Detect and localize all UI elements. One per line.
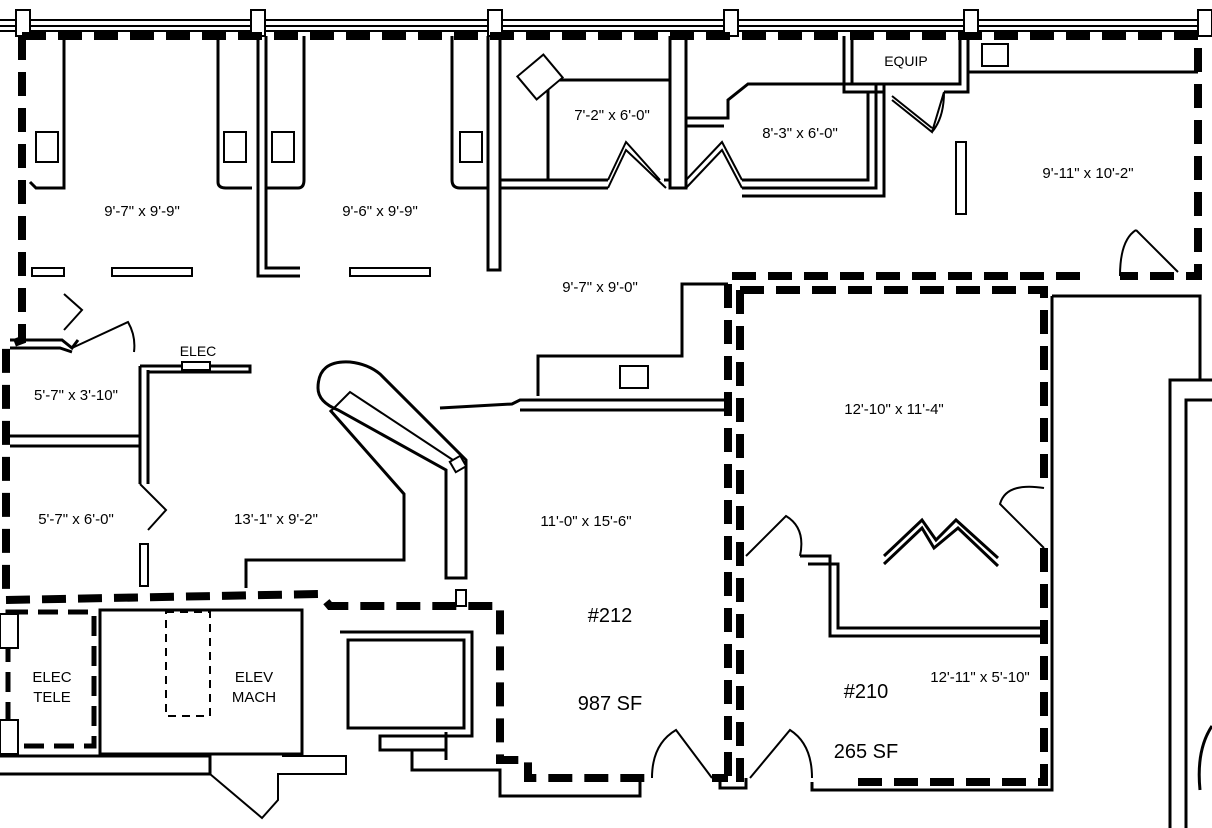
north-office-walls — [28, 36, 1198, 278]
north-doors — [607, 91, 1179, 277]
exterior-window-wall — [0, 9, 1212, 37]
office-1b-fixture — [223, 131, 247, 163]
elev-mach-label-line1: ELEV — [235, 669, 273, 686]
door-west-office — [63, 293, 136, 353]
room-label-r12: 12'-11" x 5'-10" — [930, 669, 1030, 686]
elev-mach-label-line2: MACH — [232, 689, 276, 706]
wall-stub-west — [139, 543, 149, 587]
office-1-fixture — [35, 131, 59, 163]
central-fixture — [619, 365, 649, 389]
elevator-shaft — [165, 611, 211, 717]
door-small-room-2 — [685, 140, 743, 189]
room-label-r7: 5'-7" x 3'-10" — [34, 387, 118, 404]
room-label-r1: 9'-7" x 9'-9" — [104, 203, 180, 220]
room-label-r9: 13'-1" x 9'-2" — [234, 511, 318, 528]
elec-tele-label-line2: TELE — [33, 689, 71, 706]
suite-210-number: #210 — [844, 681, 889, 703]
room-label-r11: 12'-10" x 11'-4" — [844, 401, 944, 418]
west-room-walls — [10, 293, 406, 588]
reception-counter — [316, 360, 468, 607]
door-suite-210-entry — [749, 728, 813, 779]
suite-labels: #212 987 SF #210 265 SF — [578, 605, 898, 763]
east-corridor-walls — [1052, 294, 1212, 828]
office-2b-fixture — [459, 131, 483, 163]
room-label-r6: 9'-7" x 9'-0" — [562, 279, 638, 296]
suite-212-boundary — [2, 32, 1202, 782]
door-suite-212-entry — [651, 728, 713, 779]
door-equip — [891, 91, 945, 134]
door-elev-mach — [209, 755, 347, 820]
cabinet-fixture — [515, 53, 565, 101]
elec-tele-boundary — [5, 609, 97, 749]
suite-210-area: 265 SF — [834, 741, 898, 763]
room-label-r10: 11'-0" x 15'-6" — [540, 513, 631, 530]
door-east-room — [1119, 229, 1179, 277]
suite-210-walls — [718, 296, 1054, 792]
elec-label: ELEC — [180, 343, 217, 359]
office-2-fixture — [271, 131, 295, 163]
suite-212-area: 987 SF — [578, 693, 642, 715]
elec-panel — [181, 361, 211, 371]
suite-210-boundary — [736, 286, 1048, 786]
room-label-r4: 8'-3" x 6'-0" — [762, 125, 838, 142]
pillar-fixture — [955, 141, 967, 215]
room-label-r3: 7'-2" x 6'-0" — [574, 107, 650, 124]
door-suite-210-room — [745, 514, 803, 557]
partition-stubs — [31, 267, 431, 277]
door-suite-210-east — [998, 485, 1045, 549]
room-label-r5: 9'-11" x 10'-2" — [1042, 165, 1133, 182]
equip-fixture — [981, 43, 1009, 67]
door-small-room-1 — [607, 140, 667, 189]
room-labels: 9'-7" x 9'-9" 9'-6" x 9'-9" 7'-2" x 6'-0… — [32, 53, 1133, 706]
suite-212-number: #212 — [588, 605, 633, 627]
room-label-r8: 5'-7" x 6'-0" — [38, 511, 114, 528]
equip-label: EQUIP — [884, 53, 928, 69]
central-walls — [439, 282, 728, 412]
door-storage — [139, 483, 168, 531]
core-walls — [0, 608, 642, 820]
room-label-r2: 9'-6" x 9'-9" — [342, 203, 418, 220]
elec-tele-label-line1: ELEC — [32, 669, 71, 686]
